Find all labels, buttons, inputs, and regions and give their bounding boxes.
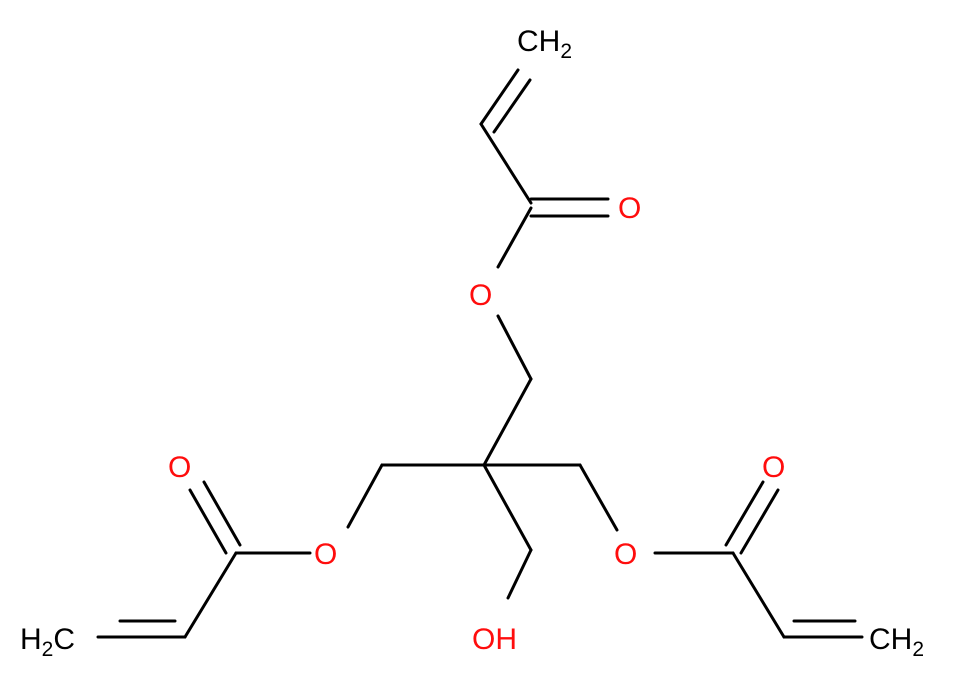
bond-vinyl-top-double-a [479,68,520,126]
bond-top-ch2-quaternary [482,377,533,467]
bond-top-carbonyl-ester [496,206,533,269]
bond-quaternary-down-ch2 [482,463,533,552]
atom-o-ester-left: O [314,538,337,571]
atom-o-ester-top: O [469,279,492,312]
bond-left-carbonyl-alpha [183,551,238,639]
bond-right-carbonyl-double-b [739,488,780,555]
atom-o-carbonyl-right: O [762,451,785,484]
bond-right-ch2-ester [578,463,619,532]
bonds [96,68,864,639]
bond-left-carbonyl-double-a [188,488,228,555]
bond-left-carbonyl-double-b [202,480,242,547]
bond-vinyl-top-double-b [492,78,532,134]
atom-o-ester-right: O [614,538,637,571]
atom-o-carbonyl-left: O [168,451,191,484]
atom-h2c-left: H2C [20,623,75,661]
bond-top-alpha-carbonyl [479,122,533,205]
bond-right-carbonyl-alpha [731,551,786,639]
atom-ch2-top: CH2 [517,25,572,63]
bond-right-carbonyl-double-a [724,480,765,547]
bond-top-ester-ch2 [496,314,533,381]
bond-left-ch2-ester [346,463,384,529]
atom-o-carbonyl-top: O [618,192,641,225]
atom-oh: OH [472,623,517,656]
bond-down-ch2-oh [506,548,533,600]
atom-ch2-right: CH2 [869,623,924,661]
